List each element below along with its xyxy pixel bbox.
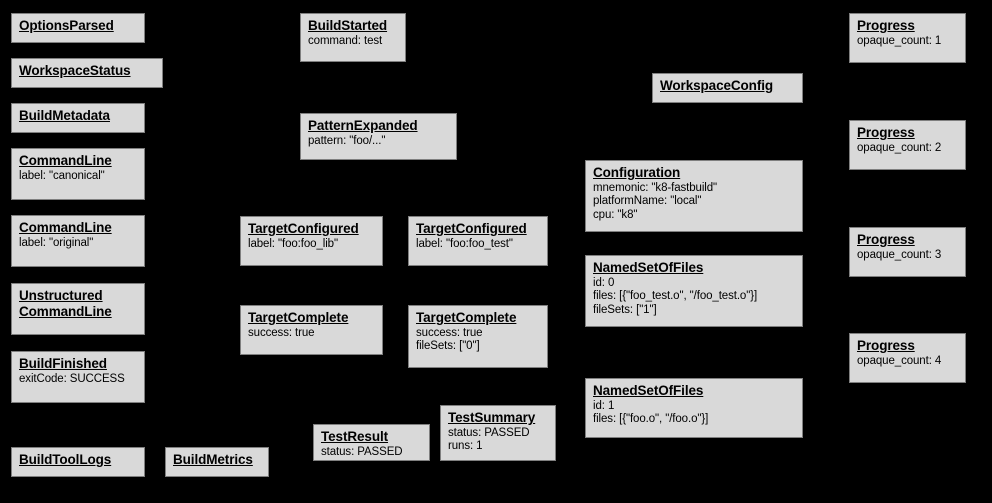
node-title: NamedSetOfFiles [593,260,704,275]
node-title: BuildMetadata [19,108,110,123]
node-options-parsed[interactable]: OptionsParsed [11,13,145,43]
node-title: Progress [857,232,915,247]
node-workspace-config[interactable]: WorkspaceConfig [652,73,803,103]
node-attributes: opaque_count: 2 [857,142,959,156]
node-unstructured-command-line[interactable]: Unstructured CommandLine [11,283,145,335]
node-build-metadata[interactable]: BuildMetadata [11,103,145,133]
node-attributes: opaque_count: 4 [857,355,959,369]
node-attributes: command: test [308,35,399,49]
node-title: NamedSetOfFiles [593,383,704,398]
node-title: CommandLine [19,220,112,235]
node-attributes: exitCode: SUCCESS [19,373,138,387]
node-attribute: files: [{"foo.o", "/foo.o"}] [593,413,709,426]
node-attribute: label: "foo:foo_lib" [248,237,338,250]
node-attribute: status: PASSED [448,426,530,439]
node-attributes: mnemonic: "k8-fastbuild"platformName: "l… [593,182,796,223]
node-title: WorkspaceStatus [19,63,131,78]
node-attribute: label: "foo:foo_test" [416,237,513,250]
node-attributes: label: "foo:foo_test" [416,238,541,252]
node-attributes: status: PASSED [321,446,423,460]
node-title: BuildToolLogs [19,452,112,467]
node-attribute: opaque_count: 4 [857,354,942,367]
node-attribute: opaque_count: 2 [857,141,942,154]
node-attributes: label: "foo:foo_lib" [248,238,376,252]
node-attribute: id: 0 [593,276,615,289]
node-title: PatternExpanded [308,118,418,133]
node-attribute: pattern: "foo/..." [308,134,386,147]
node-title: OptionsParsed [19,18,114,33]
node-title: WorkspaceConfig [660,78,774,93]
node-attribute: opaque_count: 1 [857,34,942,47]
node-attribute: opaque_count: 3 [857,248,942,261]
node-attribute: exitCode: SUCCESS [19,372,125,385]
node-title: BuildStarted [308,18,388,33]
node-attribute: runs: 1 [448,440,483,453]
node-build-tool-logs[interactable]: BuildToolLogs [11,447,145,477]
node-attributes: label: "canonical" [19,170,138,184]
node-title: CommandLine [19,153,112,168]
node-attribute: success: true [248,326,315,339]
node-title: TestSummary [448,410,536,425]
node-build-metrics[interactable]: BuildMetrics [165,447,269,477]
node-title: Unstructured CommandLine [19,288,112,319]
node-attributes: opaque_count: 3 [857,249,959,263]
node-attribute: label: "original" [19,236,94,249]
node-attribute: success: true [416,326,483,339]
node-title: TargetConfigured [416,221,527,236]
node-attribute: status: PASSED [321,445,403,458]
node-attributes: pattern: "foo/..." [308,135,450,149]
node-attribute: command: test [308,34,383,47]
node-attributes: success: true [248,327,376,341]
node-title: Configuration [593,165,681,180]
node-attribute: files: [{"foo_test.o", "/foo_test.o"}] [593,290,758,303]
node-attributes: opaque_count: 1 [857,35,959,49]
node-attribute: platformName: "local" [593,195,702,208]
node-attribute: mnemonic: "k8-fastbuild" [593,181,718,194]
node-attribute: fileSets: ["1"] [593,304,657,317]
node-attribute: fileSets: ["0"] [416,340,480,353]
node-title: TargetComplete [248,310,349,325]
node-attribute: cpu: "k8" [593,209,638,222]
node-title: Progress [857,18,915,33]
node-title: TargetComplete [416,310,517,325]
node-title: BuildMetrics [173,452,253,467]
node-title: Progress [857,125,915,140]
node-title: TestResult [321,429,389,444]
node-workspace-status[interactable]: WorkspaceStatus [11,58,163,88]
node-attributes: label: "original" [19,237,138,251]
node-attribute: label: "canonical" [19,169,105,182]
node-attribute: id: 1 [593,399,615,412]
node-title: TargetConfigured [248,221,359,236]
node-title: Progress [857,338,915,353]
node-title: BuildFinished [19,356,107,371]
